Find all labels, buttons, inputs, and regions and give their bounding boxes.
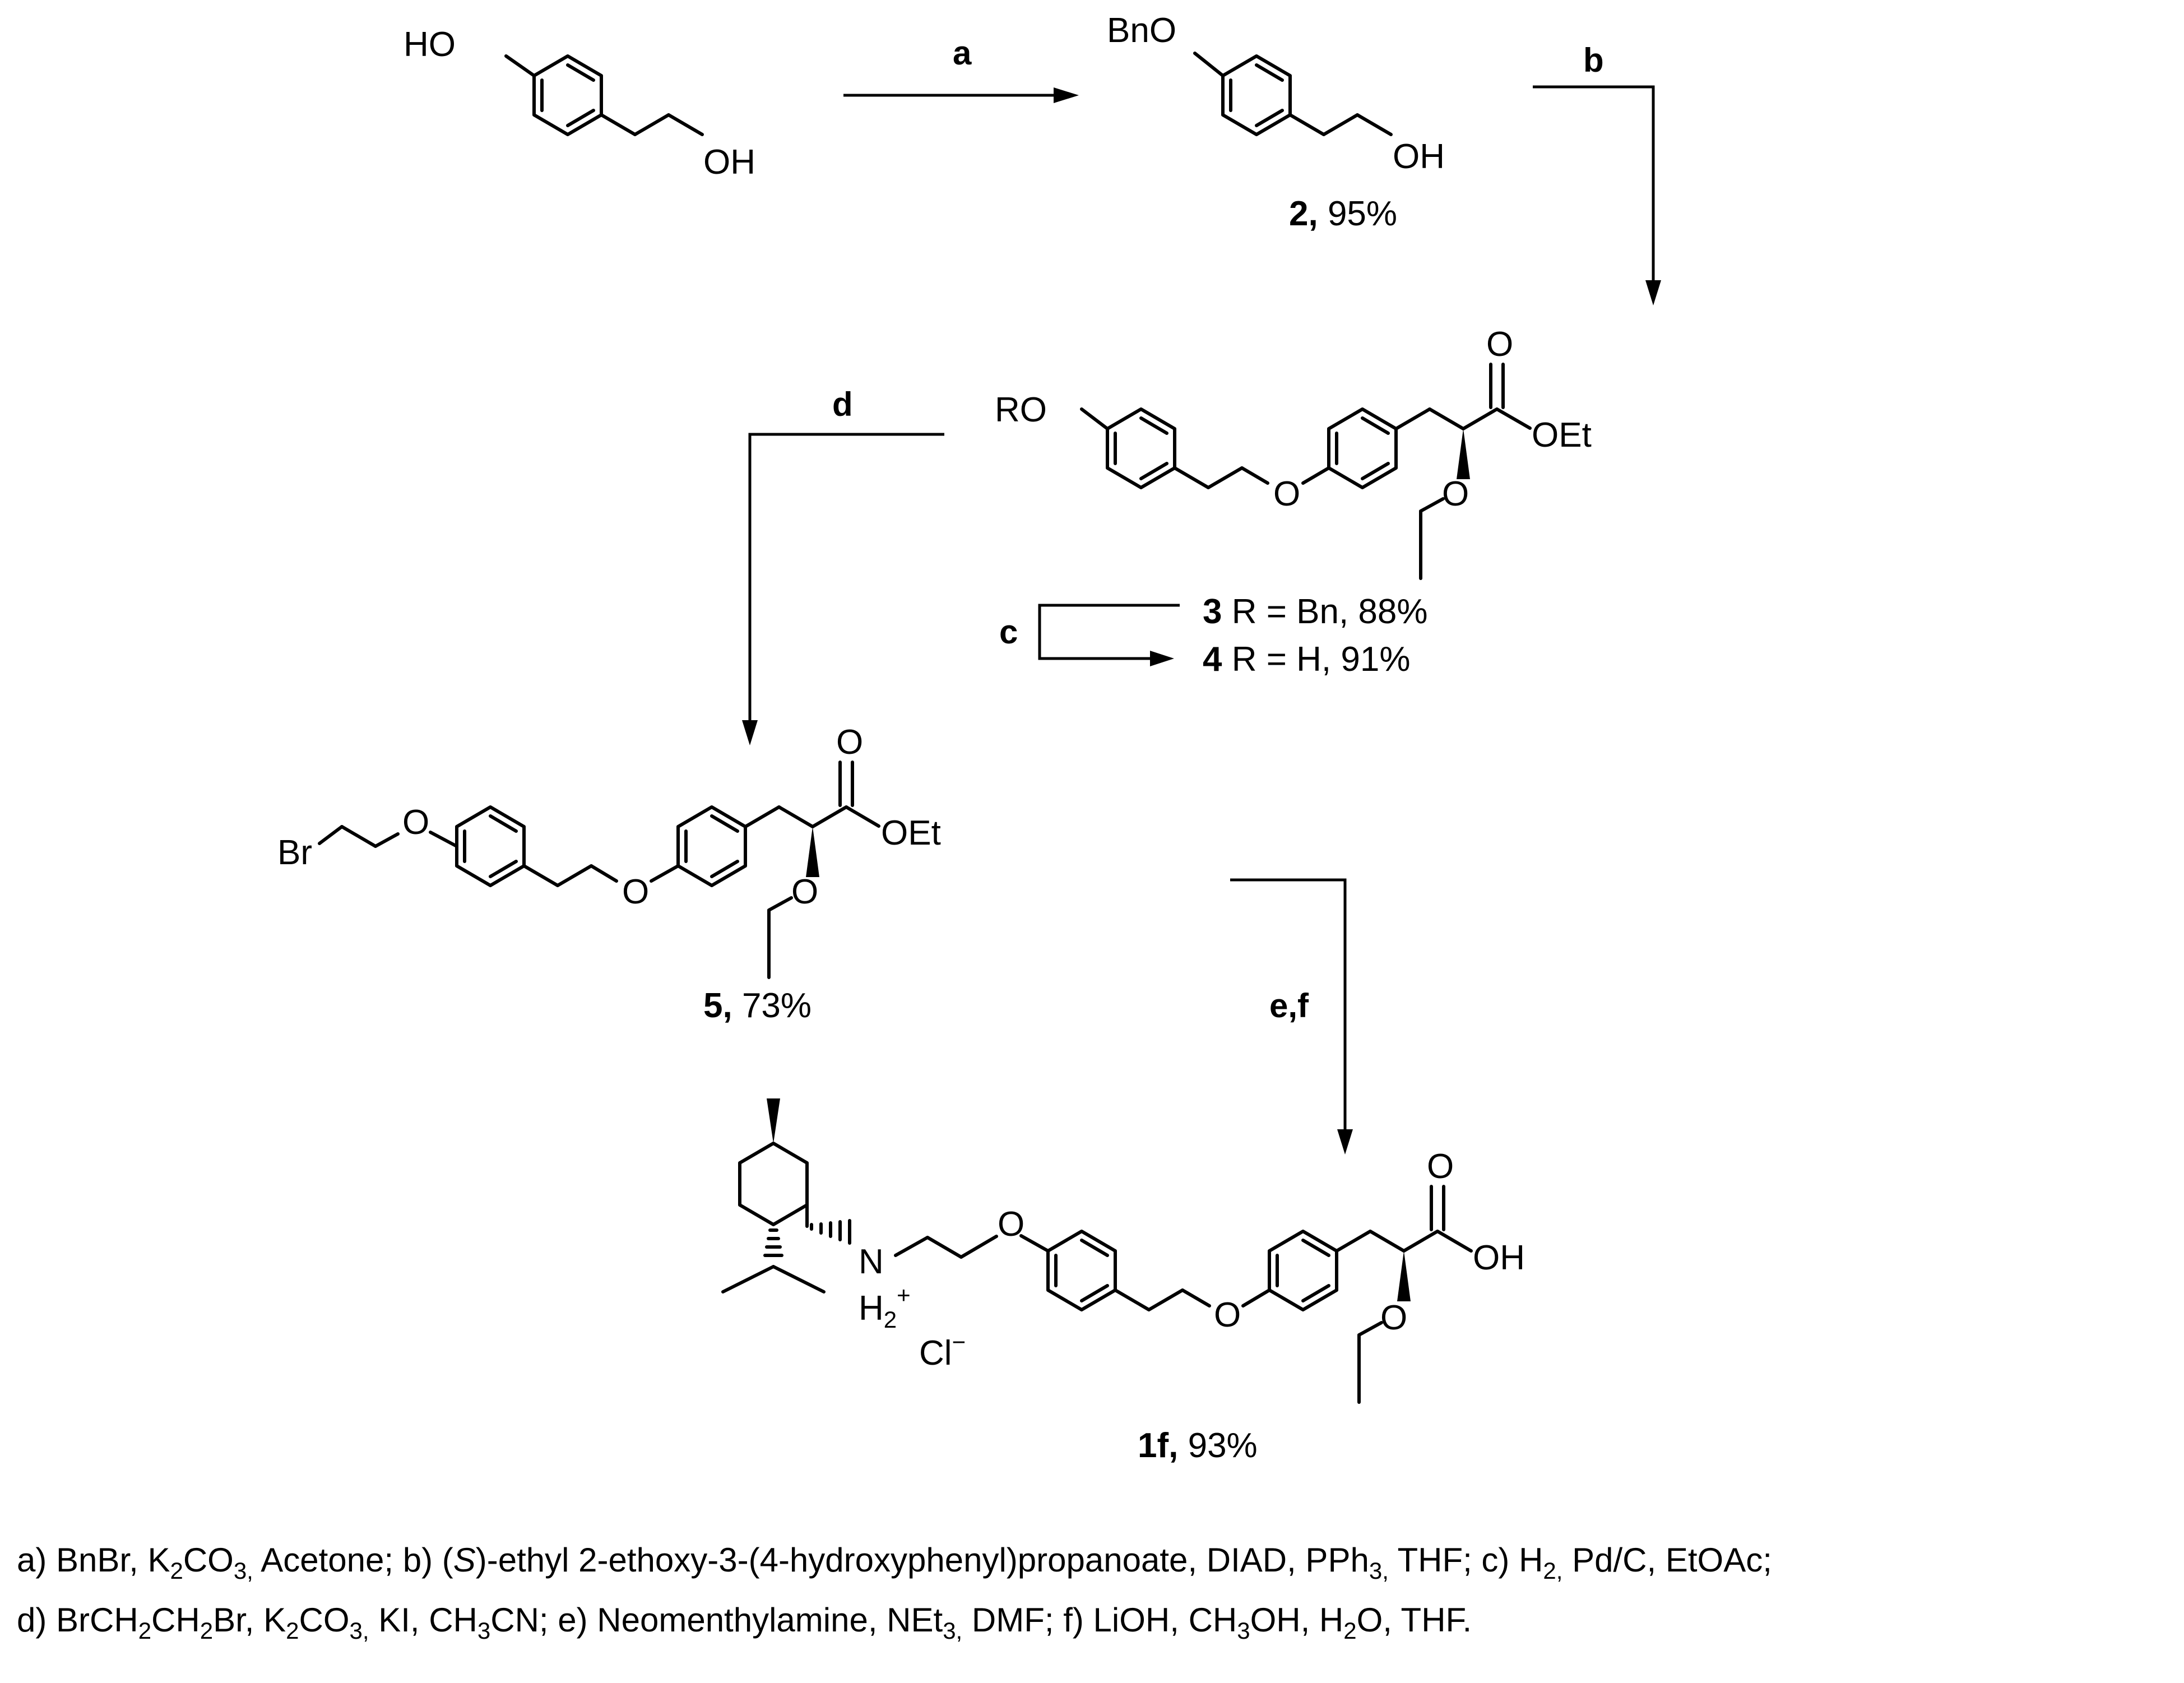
compound-1-alcohol-label: OH — [703, 143, 755, 182]
compound-1f-caption: 1f, 93% — [1138, 1426, 1258, 1465]
compound-5-phenoxy-oxygen: O — [402, 803, 429, 842]
compound-1-structure: HO OH — [404, 25, 755, 182]
compound-1f-hashed-bond-isopropyl — [763, 1228, 783, 1257]
compound-2-alcohol-label: OH — [1393, 137, 1445, 176]
compound-3-4-ester-label: OEt — [1532, 416, 1592, 455]
compound-5-bromo-label: Br — [277, 833, 312, 872]
compound-1f-ethoxy-oxygen: O — [1380, 1299, 1407, 1337]
compound-5-structure: Br O O O OEt O — [277, 723, 941, 979]
compound-5-ether-oxygen: O — [622, 873, 649, 911]
compound-1f-amine-label: N — [859, 1242, 884, 1281]
footnote-line-2: d) BrCH2CH2Br, K2CO3, KI, CH3CN; e) Neom… — [17, 1601, 1472, 1644]
compound-1f-phenoxy-oxygen: O — [998, 1205, 1024, 1244]
compound-1f-structure: N H2+ Cl− O O O OH O — [721, 1098, 1525, 1404]
compound-4-caption: 4 R = H, 91% — [1203, 640, 1410, 679]
compound-3-4-carbonyl-oxygen: O — [1486, 325, 1513, 364]
step-a-arrow: a — [843, 34, 1079, 103]
step-ef-label: e,f — [1269, 987, 1309, 1024]
compound-1f-hashed-bond-n — [810, 1219, 851, 1245]
compound-1-hydroxy-label: HO — [404, 25, 456, 64]
reaction-scheme: HO OH a BnO OH 2, 95% b — [277, 11, 1661, 1465]
compound-3-4-structure: RO O O OEt O — [995, 325, 1592, 580]
compound-3-caption: 3 R = Bn, 88% — [1203, 592, 1428, 631]
compound-1f-ammonium-h-label: H2+ — [859, 1282, 911, 1333]
step-c-label: c — [999, 613, 1018, 651]
compound-5-ethoxy-oxygen: O — [791, 873, 818, 911]
compound-3-4-RO-label: RO — [995, 391, 1047, 429]
compound-3-4-ether-oxygen: O — [1273, 475, 1300, 513]
step-b-arrow: b — [1533, 41, 1661, 305]
compound-2-structure: BnO OH — [1107, 11, 1445, 176]
compound-1f-carbonyl-oxygen: O — [1427, 1147, 1454, 1186]
step-ef-arrow: e,f — [1230, 878, 1353, 1155]
step-b-label: b — [1583, 41, 1604, 79]
step-d-label: d — [832, 386, 853, 423]
compound-1f-ether-oxygen: O — [1214, 1296, 1241, 1334]
step-c-arrow: c — [999, 604, 1180, 666]
compound-2-caption: 2, 95% — [1289, 194, 1397, 233]
compound-2-benzyloxy-label: BnO — [1107, 11, 1176, 50]
compound-5-carbonyl-oxygen: O — [836, 723, 863, 762]
compound-1f-acid-label: OH — [1473, 1239, 1525, 1277]
step-d-arrow: d — [742, 386, 944, 745]
compound-3-4-ethoxy-oxygen: O — [1442, 475, 1469, 513]
compound-1f-chloride-label: Cl− — [919, 1329, 966, 1373]
compound-5-ester-label: OEt — [881, 814, 941, 852]
step-a-label: a — [953, 34, 972, 72]
reagents-footnote: a) BnBr, K2CO3, Acetone; b) (S)-ethyl 2-… — [17, 1536, 2174, 1656]
compound-5-caption: 5, 73% — [703, 986, 812, 1025]
footnote-line-1: a) BnBr, K2CO3, Acetone; b) (S)-ethyl 2-… — [17, 1541, 1772, 1584]
